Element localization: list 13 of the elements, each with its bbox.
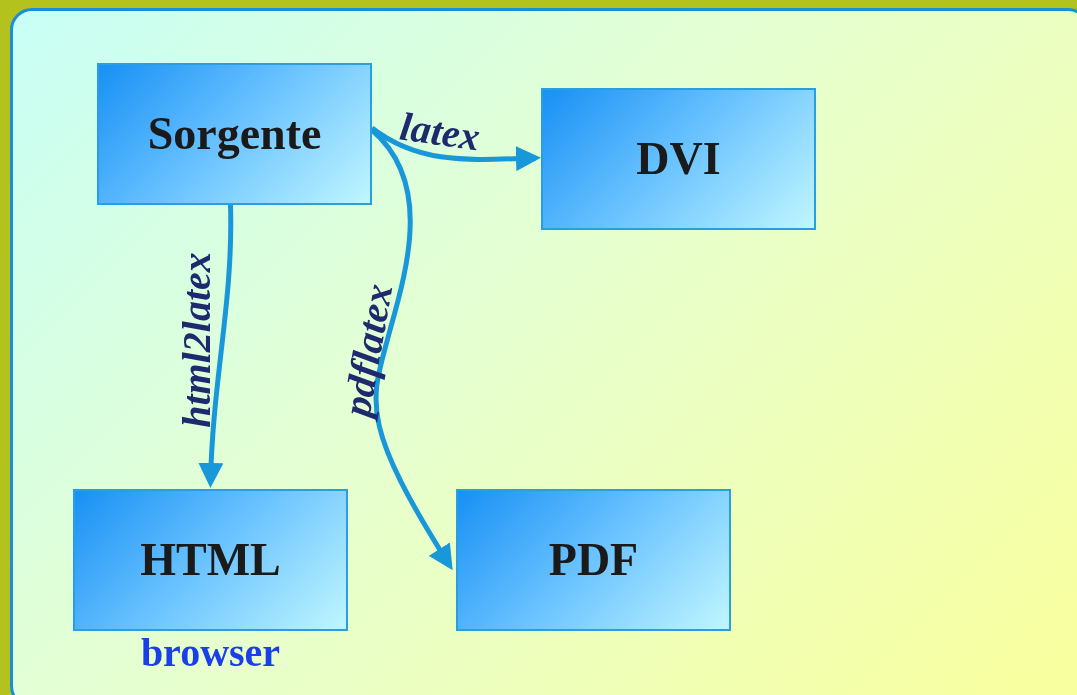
edge-label: latex [397,106,483,158]
edge-label: pdflatex [336,280,400,420]
node-label: browser [140,633,281,673]
process-box [97,63,372,205]
process-box [541,88,816,230]
edge-label: html2latex [177,252,217,428]
box-label: Sorgente [147,111,322,157]
process-box [73,489,348,631]
process-box [456,489,731,631]
box-label: HTML [140,537,281,583]
box-label: PDF [548,537,639,583]
box-label: DVI [636,136,721,182]
arrow [198,204,234,488]
